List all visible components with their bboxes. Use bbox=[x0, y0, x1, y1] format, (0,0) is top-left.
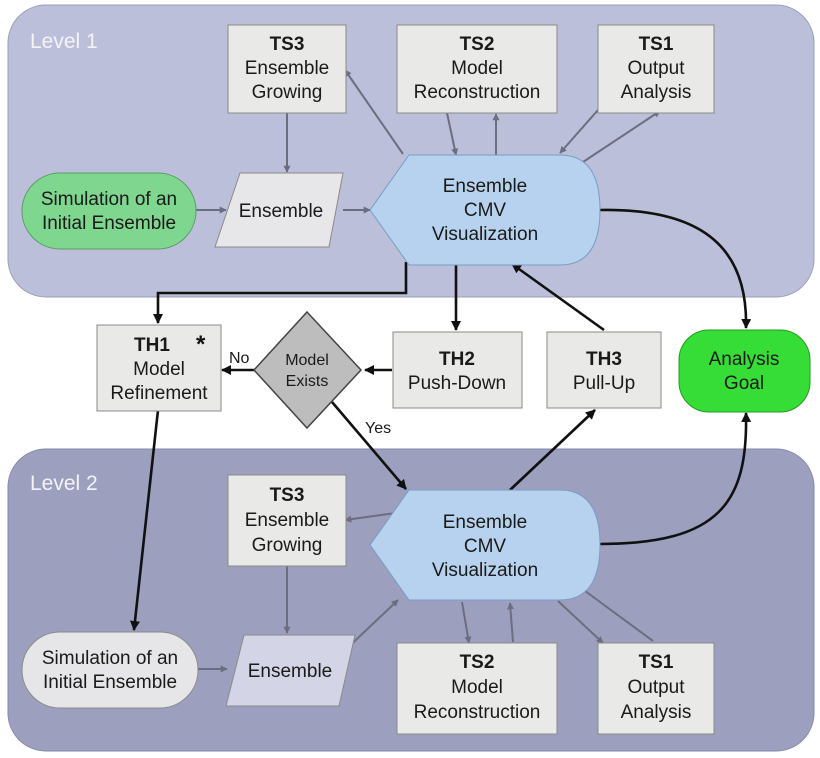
ts3-line2-l2: Growing bbox=[252, 535, 323, 556]
cmv-line1-l1: Ensemble bbox=[443, 176, 528, 197]
simulation-line1-l1: Simulation of an bbox=[41, 189, 177, 210]
ts2-title-l2: TS2 bbox=[460, 652, 495, 673]
arrow-cmv-to-ts1-l2 bbox=[557, 600, 604, 644]
arrow-cmv2-to-th3 bbox=[509, 409, 596, 491]
ts2-line1-l1: Model bbox=[451, 58, 503, 79]
th2-line1: Push-Down bbox=[408, 373, 506, 394]
ts3-line2-l1: Growing bbox=[252, 82, 323, 103]
ensemble-data-l1: Ensemble bbox=[214, 172, 344, 248]
arrow-cmv-to-ts1-l1 bbox=[579, 110, 661, 165]
arrow-ts1-to-cmv-l1 bbox=[559, 109, 599, 154]
th3-line1: Pull-Up bbox=[573, 373, 635, 394]
ts3-line1-l2: Ensemble bbox=[245, 510, 330, 531]
simulation-line2-l1: Initial Ensemble bbox=[42, 213, 176, 234]
ts2-title-l1: TS2 bbox=[460, 34, 495, 55]
ts1-title-l1: TS1 bbox=[639, 34, 674, 55]
arrow-ts2-to-cmv-l1 bbox=[446, 112, 459, 156]
ts1-line1-l2: Output bbox=[627, 677, 685, 698]
arrow-th3-to-cmv1 bbox=[511, 262, 605, 332]
analysis-goal-node: Analysis Goal bbox=[678, 329, 811, 413]
arrow-ts2-to-cmv-l2 bbox=[506, 602, 514, 643]
arrow-cmv2-to-goal bbox=[599, 412, 752, 546]
goal-line2: Goal bbox=[724, 373, 764, 394]
ts3-title-l1: TS3 bbox=[270, 34, 305, 55]
arrow-ts1-to-cmv-l2 bbox=[576, 584, 654, 642]
th3-box: TH3 Pull-Up bbox=[546, 331, 662, 409]
ts3-box-l1: TS3 Ensemble Growing bbox=[227, 24, 347, 114]
ts3-box-l2: TS3 Ensemble Growing bbox=[227, 474, 347, 567]
ts2-box-l2: TS2 Model Reconstruction bbox=[396, 642, 558, 735]
ts1-line2-l1: Analysis bbox=[621, 82, 692, 103]
decision-line2: Exists bbox=[286, 373, 329, 390]
cmv-line2-l2: CMV bbox=[464, 536, 507, 557]
ts3-line1-l1: Ensemble bbox=[245, 58, 330, 79]
arrow-cmv-to-ts2-l2 bbox=[461, 601, 472, 644]
ts2-line2-l1: Reconstruction bbox=[414, 82, 541, 103]
cmv-node-l1: Ensemble CMV Visualization bbox=[369, 154, 601, 266]
simulation-node-l1: Simulation of an Initial Ensemble bbox=[21, 172, 197, 250]
cmv-node-l2: Ensemble CMV Visualization bbox=[369, 489, 601, 601]
th2-box: TH2 Push-Down bbox=[392, 331, 523, 409]
ts1-box-l2: TS1 Output Analysis bbox=[597, 642, 715, 735]
level1-label: Level 1 bbox=[30, 30, 98, 53]
ts1-line2-l2: Analysis bbox=[621, 702, 692, 723]
cmv-line3-l2: Visualization bbox=[432, 560, 538, 581]
level2-label: Level 2 bbox=[30, 472, 98, 495]
cmv-line3-l1: Visualization bbox=[432, 224, 538, 245]
ts3-title-l2: TS3 bbox=[270, 485, 305, 506]
cmv-line1-l2: Ensemble bbox=[443, 512, 528, 533]
ensemble-label-l1: Ensemble bbox=[239, 201, 324, 222]
yes-label: Yes bbox=[365, 420, 391, 437]
th2-title: TH2 bbox=[439, 349, 475, 370]
black-arrows bbox=[130, 208, 752, 631]
arrow-cmv1-to-goal bbox=[599, 208, 752, 329]
simulation-node-l2: Simulation of an Initial Ensemble bbox=[21, 631, 199, 709]
simulation-line2-l2: Initial Ensemble bbox=[43, 672, 177, 693]
arrow-th1-to-sim2 bbox=[130, 409, 160, 631]
ts2-box-l1: TS2 Model Reconstruction bbox=[396, 24, 558, 114]
ensemble-data-l2: Ensemble bbox=[225, 634, 356, 707]
th1-line1: Model bbox=[133, 359, 185, 380]
ts2-line1-l2: Model bbox=[451, 677, 503, 698]
no-label: No bbox=[229, 350, 250, 367]
grey-arrows bbox=[196, 69, 661, 673]
ensemble-label-l2: Ensemble bbox=[248, 661, 333, 682]
arrow-cmv-to-ts3-l1 bbox=[344, 69, 404, 155]
arrow-cmv1-to-th1 bbox=[153, 262, 408, 324]
model-exists-decision: Model Exists bbox=[252, 310, 363, 430]
goal-line1: Analysis bbox=[709, 349, 780, 370]
th1-box: TH1 * Model Refinement bbox=[96, 324, 222, 412]
th3-title: TH3 bbox=[586, 349, 622, 370]
arrow-decision-yes-to-cmv2 bbox=[331, 401, 407, 490]
th1-star: * bbox=[196, 331, 206, 358]
simulation-line1-l2: Simulation of an bbox=[42, 648, 178, 669]
ts2-line2-l2: Reconstruction bbox=[414, 702, 541, 723]
decision-line1: Model bbox=[285, 352, 329, 369]
th1-line2: Refinement bbox=[110, 383, 208, 404]
ts1-box-l1: TS1 Output Analysis bbox=[597, 24, 715, 114]
cmv-line2-l1: CMV bbox=[464, 200, 507, 221]
ts1-title-l2: TS1 bbox=[639, 652, 674, 673]
th1-title: TH1 bbox=[134, 335, 170, 356]
ts1-line1-l1: Output bbox=[627, 58, 685, 79]
